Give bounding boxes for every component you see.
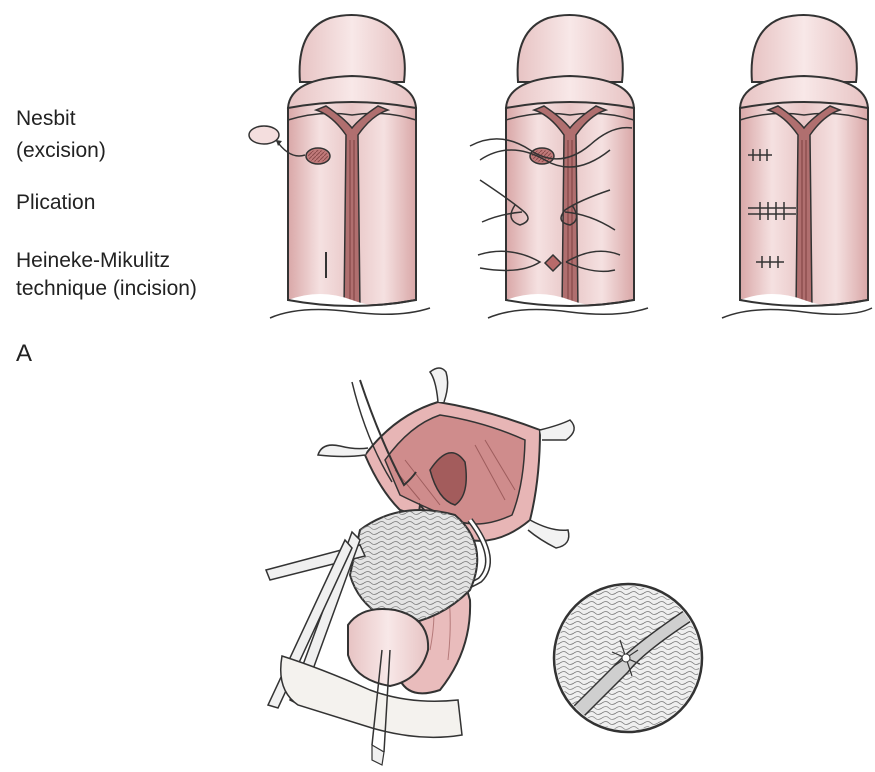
- label-heineke-technique: technique (incision): [16, 277, 197, 300]
- label-heineke-mikulitz: Heineke-Mikulitz: [16, 249, 171, 272]
- diagram-penis-1: [248, 14, 431, 319]
- inset-magnified-view: [552, 582, 704, 734]
- diagram-penis-2: [469, 14, 649, 319]
- label-excision: (excision): [16, 139, 106, 162]
- label-nesbit: Nesbit: [16, 107, 76, 130]
- diagram-penis-3: [721, 14, 873, 319]
- panel-label-a: A: [16, 340, 33, 367]
- operative-view: [264, 367, 575, 766]
- label-plication: Plication: [16, 191, 96, 214]
